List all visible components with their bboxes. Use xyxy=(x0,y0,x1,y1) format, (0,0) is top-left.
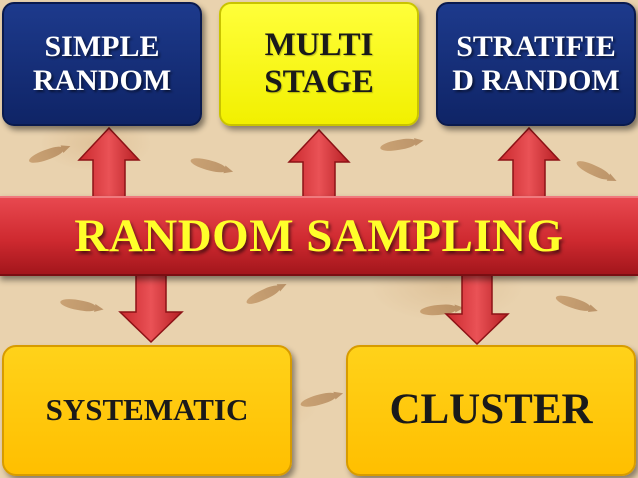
arrow-down-cluster xyxy=(444,273,510,346)
cluster-label: CLUSTER xyxy=(389,386,593,434)
banner-title: RANDOM SAMPLING xyxy=(74,210,564,262)
random-sampling-banner: RANDOM SAMPLING xyxy=(0,196,638,276)
simple-random-line-2: RANDOM xyxy=(32,64,172,97)
stratified-random-line-1: STRATIFIE xyxy=(456,30,616,64)
systematic-box: SYSTEMATIC xyxy=(2,345,292,476)
simple-random-box: SIMPLE RANDOM xyxy=(2,2,202,126)
arrow-up-simple-random xyxy=(77,126,141,201)
cluster-box: CLUSTER xyxy=(346,345,636,476)
simple-random-line-1: SIMPLE xyxy=(44,30,160,64)
multi-stage-box: MULTI STAGE xyxy=(219,2,419,126)
multi-stage-line-1: MULTI xyxy=(264,27,374,64)
arrow-up-multi-stage xyxy=(287,128,351,201)
arrow-up-stratified-random xyxy=(497,126,561,201)
multi-stage-line-2: STAGE xyxy=(264,64,374,100)
arrow-down-systematic xyxy=(118,273,184,344)
stratified-random-line-2: D RANDOM xyxy=(452,64,620,97)
stratified-random-box: STRATIFIE D RANDOM xyxy=(436,2,636,126)
systematic-label: SYSTEMATIC xyxy=(45,392,249,428)
